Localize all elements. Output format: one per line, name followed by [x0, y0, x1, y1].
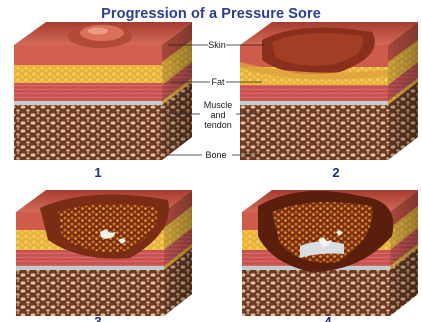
- muscle-label-line3: tendon: [204, 120, 232, 130]
- fat-label: Fat: [211, 77, 225, 87]
- fat-layer: [14, 65, 162, 83]
- bone-layer: [14, 105, 162, 160]
- muscle-label-line2: and: [210, 110, 225, 120]
- bone-label: Bone: [205, 150, 226, 160]
- muscle-label-line1: Muscle: [204, 100, 233, 110]
- stage-2-block: [240, 22, 418, 160]
- skin-label: Skin: [208, 40, 226, 50]
- stage-1-block: [14, 22, 192, 160]
- muscle-layer: [14, 83, 162, 101]
- skin-layer: [14, 45, 162, 65]
- stage-number-1: 1: [94, 165, 101, 180]
- stage-4-block: [242, 190, 418, 316]
- stage-number-4: 4: [324, 314, 332, 322]
- stage-number-2: 2: [332, 165, 339, 180]
- stage-number-3: 3: [94, 314, 101, 322]
- stage-3-block: [16, 190, 192, 316]
